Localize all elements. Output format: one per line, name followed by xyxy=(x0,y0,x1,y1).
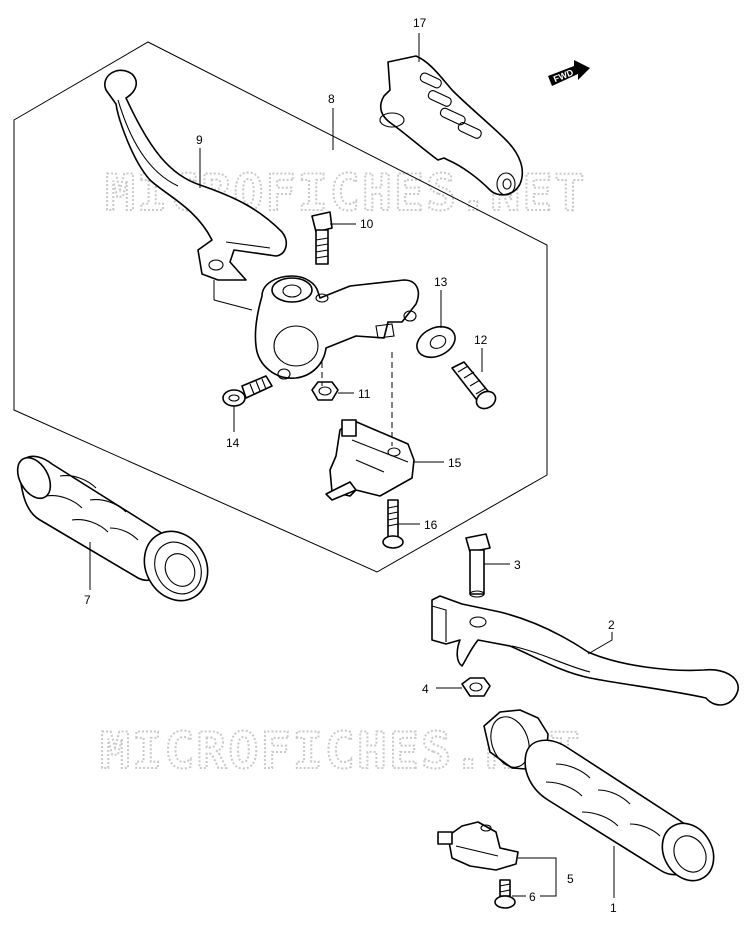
part-6-screw xyxy=(494,879,516,909)
part-13-nut xyxy=(416,325,456,359)
callout-13: 13 xyxy=(434,275,448,289)
assembly-outline xyxy=(13,41,548,573)
callout-9: 9 xyxy=(196,133,203,147)
part-17-cover xyxy=(379,55,524,196)
callout-8: 8 xyxy=(328,92,335,106)
part-8-holder xyxy=(254,275,420,380)
callout-17: 17 xyxy=(413,16,427,30)
callout-14: 14 xyxy=(226,436,240,450)
part-1-grip xyxy=(483,709,715,882)
part-14-screw xyxy=(222,375,273,407)
callout-10: 10 xyxy=(360,217,374,231)
callout-16: 16 xyxy=(424,518,438,532)
part-3-bolt xyxy=(465,533,491,598)
callout-2: 2 xyxy=(608,618,615,632)
callout-6: 6 xyxy=(529,890,536,904)
fwd-arrow-icon: FWD xyxy=(548,60,590,86)
part-15-switch xyxy=(325,419,415,501)
callout-4: 4 xyxy=(422,682,429,696)
callout-1: 1 xyxy=(610,901,617,915)
part-11-nut xyxy=(311,381,339,401)
part-16-screw xyxy=(382,499,404,549)
callout-7: 7 xyxy=(84,593,91,607)
callout-11: 11 xyxy=(358,387,371,401)
part-5-switch xyxy=(437,821,519,871)
callout-3: 3 xyxy=(514,558,521,572)
leader-lines xyxy=(89,33,615,898)
callout-15: 15 xyxy=(448,456,462,470)
fwd-label: FWD xyxy=(552,67,575,84)
callout-12: 12 xyxy=(474,333,488,347)
part-12-adjuster xyxy=(451,361,497,410)
part-10-bolt xyxy=(311,211,333,265)
part-9-lever xyxy=(104,69,288,281)
callout-5: 5 xyxy=(567,872,574,886)
part-4-nut xyxy=(461,677,491,697)
part-7-grip xyxy=(16,455,209,602)
